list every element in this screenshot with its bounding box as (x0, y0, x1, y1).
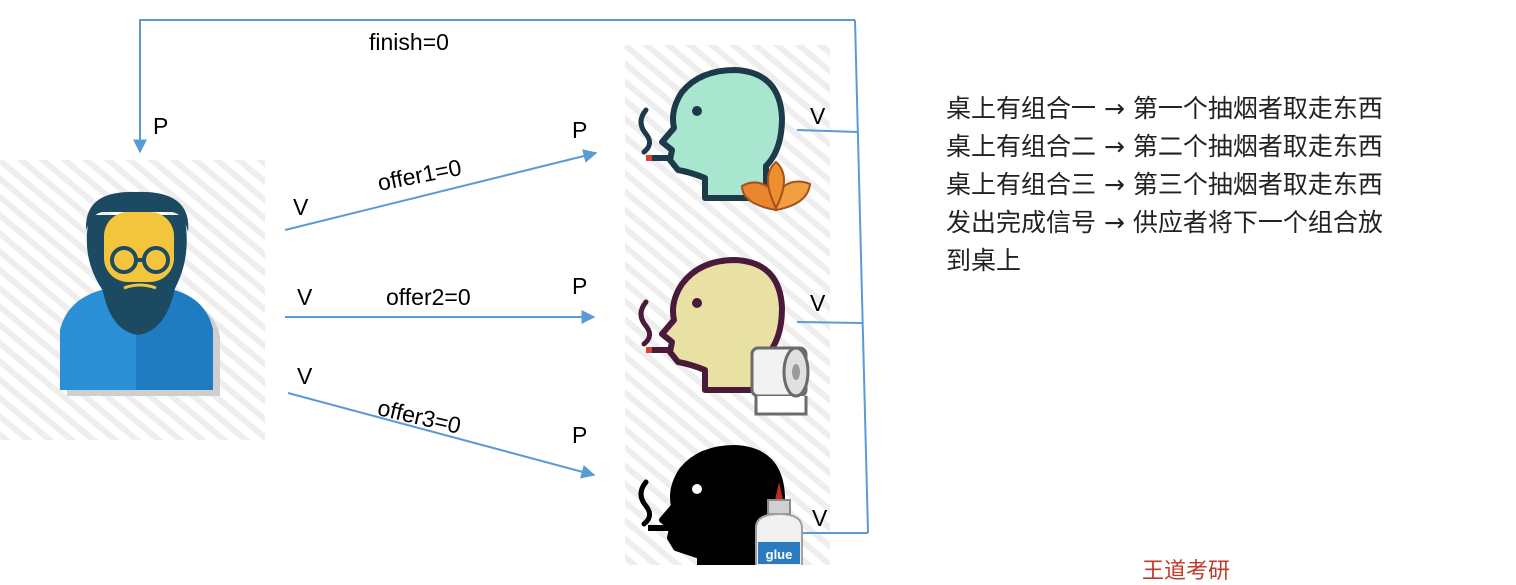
offer1-v-label: V (293, 194, 309, 220)
smoker1-finish-line (796, 129, 859, 133)
description-line: 桌上有组合一 → 第一个抽烟者取走东西 (946, 94, 1383, 123)
signal-arrows (133, 19, 869, 534)
description-line: 到桌上 (946, 246, 1022, 275)
smoker-head-paper-icon (638, 257, 810, 416)
bearded-man-icon (60, 191, 220, 396)
offer2-p-label: P (572, 273, 588, 299)
finish-label: finish=0 (369, 29, 449, 55)
description-line: 桌上有组合三 → 第三个抽烟者取走东西 (946, 170, 1383, 199)
offer2-label: offer2=0 (386, 284, 471, 310)
offer2-v-label: V (297, 284, 313, 310)
watermark-note: 王道考研 (1142, 559, 1231, 584)
supplier-p-label: P (153, 113, 169, 139)
smoker-head-glue-icon: glue (638, 445, 803, 565)
finish-arrow (133, 19, 855, 154)
description-line: 桌上有组合二 → 第二个抽烟者取走东西 (946, 132, 1383, 161)
finish-collector-line (854, 19, 869, 534)
offer1-p-label: P (572, 117, 588, 143)
offer3-v-label: V (297, 363, 313, 389)
smoker1-v-label: V (810, 103, 826, 129)
smoker2-finish-line (796, 321, 863, 324)
description-line: 发出完成信号 → 供应者将下一个组合放 (946, 208, 1383, 237)
smoker3-v-label: V (812, 505, 828, 531)
offer3-arrow (287, 392, 596, 479)
glue-label-text: glue (766, 547, 793, 562)
description-block: 桌上有组合一 → 第一个抽烟者取走东西 桌上有组合二 → 第二个抽烟者取走东西 … (946, 90, 1506, 280)
offer3-p-label: P (572, 422, 588, 448)
smoker2-v-label: V (810, 290, 826, 316)
diagram-canvas: glue (0, 19, 869, 565)
offer1-arrow (284, 149, 598, 231)
smoker-head-tobacco-icon (638, 67, 812, 212)
